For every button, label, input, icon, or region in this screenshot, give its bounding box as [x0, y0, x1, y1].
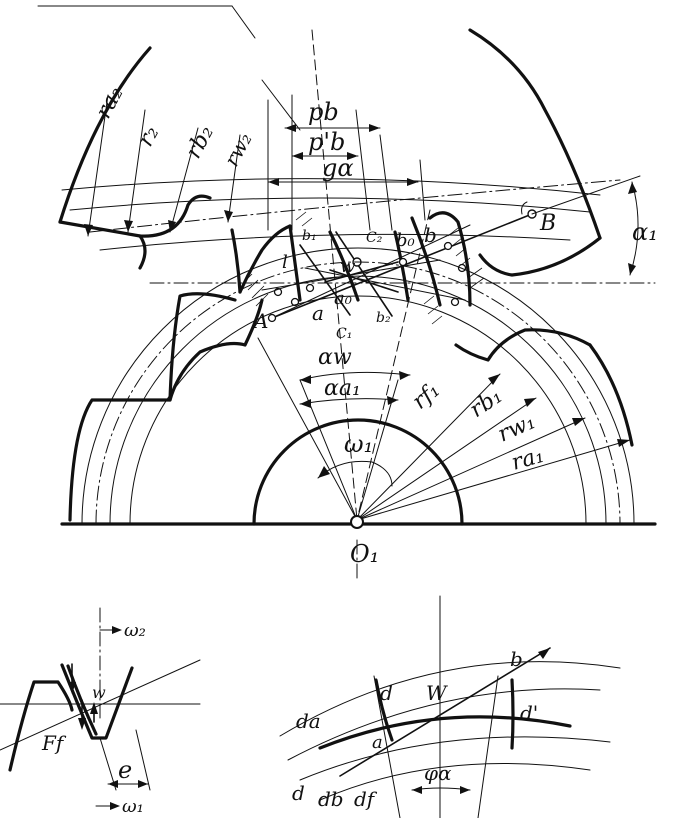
label-omega1-detail: ω₁: [122, 796, 144, 817]
mesh-zone: A w a a₀ b b₀ b₁ b₂ C₂ C₁ l: [238, 211, 485, 342]
label-d-top: d: [380, 681, 393, 705]
label-b: b: [424, 223, 437, 247]
label-d-prime: d': [520, 701, 538, 725]
label-b2: b₂: [376, 310, 391, 326]
label-rw2: rw₂: [219, 128, 256, 170]
label-rb1: rb₁: [465, 384, 507, 423]
label-O1: O₁: [350, 540, 379, 568]
label-b1: b₁: [302, 228, 317, 244]
label-omega1: ω₁: [344, 430, 373, 458]
label-alpha-w: αw: [318, 345, 352, 370]
label-pb: pb: [308, 98, 339, 126]
label-w: w: [340, 256, 356, 277]
label-alpha-a1: αa₁: [324, 376, 361, 401]
label-a-detail: a: [372, 732, 383, 753]
label-db: db: [318, 787, 344, 811]
label-d: d: [292, 781, 305, 805]
label-ra1: ra₁: [509, 443, 547, 476]
label-Ff: Ff: [41, 731, 67, 755]
line-of-action: B α₁: [149, 175, 658, 319]
label-l: l: [282, 252, 288, 273]
label-b0: b₀: [396, 230, 415, 251]
label-b-detail: b: [510, 647, 523, 671]
label-omega2: ω₂: [124, 620, 146, 641]
centre-O1: O₁: [350, 515, 379, 568]
lower-gear-radii: rf₁ rb₁ rw₁ ra₁: [356, 373, 631, 521]
label-rf1: rf₁: [408, 378, 445, 415]
upper-gear: [58, 28, 621, 307]
label-g-alpha: gα: [322, 154, 354, 182]
label-B: B: [539, 211, 556, 236]
centre-lines: [257, 29, 431, 581]
angle-marks: αw αa₁: [299, 345, 411, 408]
label-c2: C₂: [366, 230, 383, 246]
label-phi-alpha: φα: [424, 761, 452, 785]
detail-left-tooth: ω₂ ω₁ w Ff e: [0, 607, 201, 817]
detail-right-arcs: b W d d' a da d db df φα: [279, 595, 621, 818]
label-da: da: [296, 709, 321, 733]
omega1-rotation: ω₁: [317, 430, 393, 487]
label-a0: a₀: [334, 288, 352, 309]
pitch-dimensions: pb p'b gα: [267, 94, 426, 231]
label-alpha1: α₁: [632, 218, 658, 246]
label-W-detail: W: [426, 681, 448, 705]
label-w-detail: w: [92, 683, 106, 702]
label-pb-prime: p'b: [308, 128, 345, 156]
label-rb2: rb₂: [181, 122, 219, 163]
leader-line: [37, 5, 256, 39]
label-e: e: [118, 756, 132, 784]
label-ra2: ra₂: [91, 82, 128, 122]
label-c1: C₁: [336, 326, 352, 342]
label-r2: r₂: [133, 122, 164, 151]
label-df: df: [354, 787, 378, 811]
label-a: a: [312, 301, 324, 325]
